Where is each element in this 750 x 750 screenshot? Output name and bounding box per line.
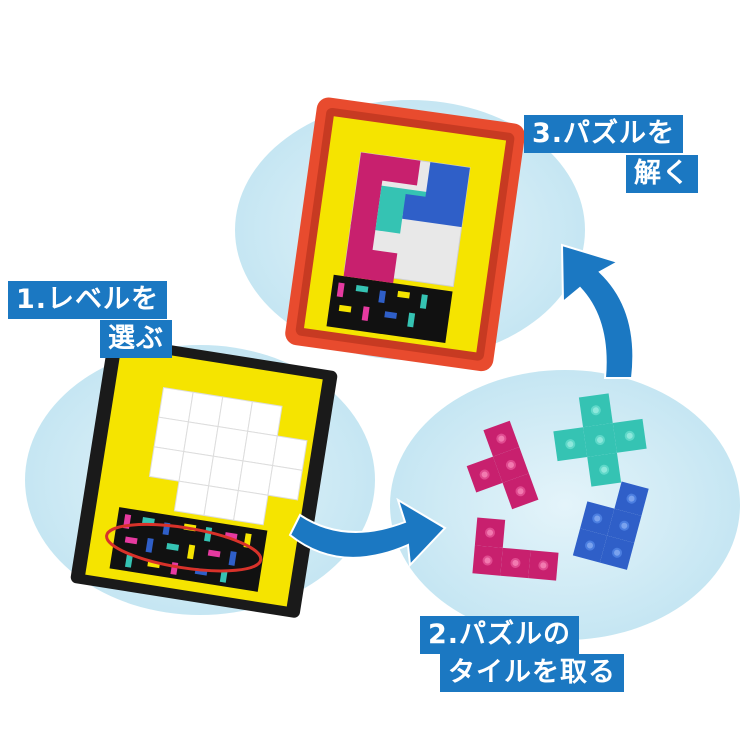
loose-tiles	[466, 393, 649, 581]
tile-blue	[572, 481, 649, 570]
step1-label-line2: 選ぶ	[100, 320, 172, 358]
step1-label-line1: 1.レベルを	[8, 281, 168, 319]
step3-label-line2: 解く	[626, 155, 698, 193]
arrow-step1-to-step2	[288, 497, 447, 568]
tile-teal	[553, 393, 647, 487]
level-card	[70, 336, 338, 618]
card-grid	[148, 386, 308, 526]
step3-label-line1: 3.パズルを	[524, 115, 684, 153]
bubble-step2	[390, 370, 740, 640]
selection-circle	[105, 522, 263, 573]
placed-tiles	[343, 152, 470, 284]
arrow-step2-to-step3	[560, 243, 635, 379]
step2-label-line1: 2.パズルの	[420, 616, 580, 654]
puzzle-tray	[285, 97, 525, 372]
tile-magenta-upper	[466, 420, 539, 510]
tile-magenta-lower	[472, 517, 559, 581]
step2-label-line2: タイルを取る	[440, 654, 624, 692]
